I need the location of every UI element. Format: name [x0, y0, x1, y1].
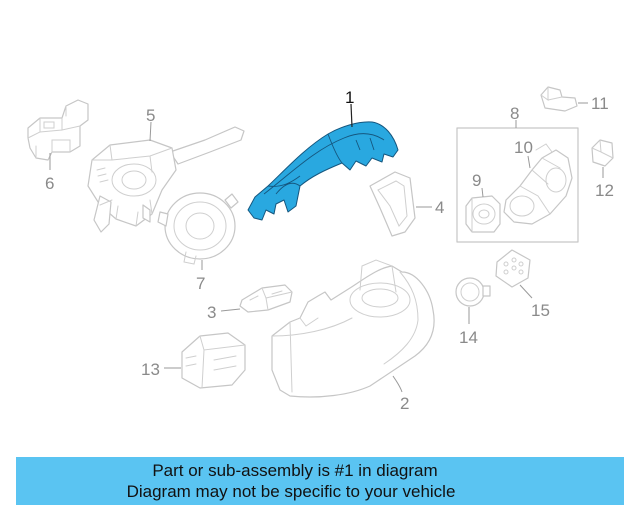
info-banner: Part or sub-assembly is #1 in diagram Di… — [16, 457, 624, 505]
part-4 — [369, 171, 416, 237]
part-12 — [591, 139, 614, 167]
callout-1: 1 — [345, 88, 354, 107]
part-3 — [239, 284, 293, 313]
part-1-upper-shroud — [247, 121, 399, 221]
part-15 — [495, 249, 531, 288]
part-5 — [87, 126, 245, 233]
banner-line-2: Diagram may not be specific to your vehi… — [127, 482, 456, 501]
leader-line-15 — [519, 284, 533, 299]
leader-line-2 — [392, 375, 403, 393]
part-11 — [540, 86, 578, 112]
leader-line-10 — [527, 155, 531, 169]
callout-2: 2 — [400, 394, 409, 413]
banner-line-1: Part or sub-assembly is #1 in diagram — [152, 461, 437, 480]
part-10 — [503, 143, 573, 225]
part-14 — [455, 277, 491, 307]
part-6 — [27, 99, 89, 161]
leader-line-9 — [481, 187, 484, 198]
callout-14: 14 — [459, 328, 478, 347]
callout-8: 8 — [510, 104, 519, 123]
callout-6: 6 — [45, 174, 54, 193]
callout-5: 5 — [146, 106, 155, 125]
callout-10: 10 — [514, 138, 533, 157]
part-13 — [181, 332, 246, 389]
callout-7: 7 — [196, 274, 205, 293]
leader-line-5 — [149, 121, 152, 142]
info-banner-background — [16, 457, 624, 505]
part-2-lower-shroud — [271, 259, 435, 398]
callout-4: 4 — [435, 198, 444, 217]
callout-3: 3 — [207, 303, 216, 322]
part-9 — [465, 195, 501, 233]
callout-9: 9 — [472, 171, 481, 190]
callout-12: 12 — [595, 181, 614, 200]
callout-15: 15 — [531, 301, 550, 320]
part-8-assembly-box — [456, 127, 579, 243]
callout-13: 13 — [141, 360, 160, 379]
leader-line-3 — [220, 308, 241, 312]
callout-11: 11 — [591, 94, 609, 113]
leader-line-1 — [350, 103, 353, 128]
part-7 — [157, 192, 239, 265]
